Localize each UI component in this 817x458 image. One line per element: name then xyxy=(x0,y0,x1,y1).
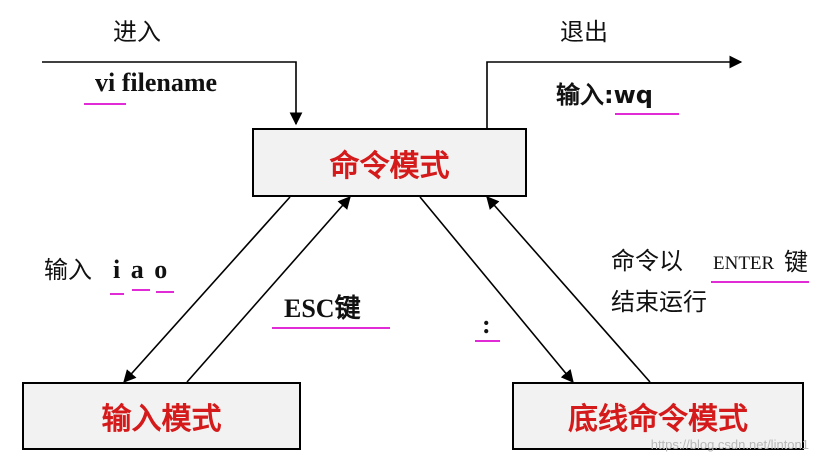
enter-underline xyxy=(711,281,809,283)
lastline-back-text-a: 命令以 xyxy=(611,247,683,275)
state-insert-mode: 输入模式 xyxy=(22,382,301,450)
enter-label: 进入 xyxy=(113,18,161,46)
state-lastline-label: 底线命令模式 xyxy=(568,402,748,437)
state-lastline-mode: 底线命令模式 xyxy=(512,382,804,450)
insert-to-command-arrow xyxy=(186,196,351,383)
key-a-underline xyxy=(132,289,150,291)
to-insert-keys: i a o xyxy=(113,255,168,284)
key-i-underline xyxy=(110,293,124,295)
exit-label: 退出 xyxy=(560,18,608,46)
lastline-to-command-arrow xyxy=(486,196,651,383)
esc-underline xyxy=(272,327,390,329)
enter-command: vi filename xyxy=(95,68,218,97)
to-command-label: ESC键 xyxy=(284,294,361,323)
enter-command-underline xyxy=(84,103,126,105)
lastline-back-key: 键 xyxy=(784,248,808,276)
watermark: https://blog.csdn.net/linton1 xyxy=(650,437,809,452)
state-command-mode: 命令模式 xyxy=(252,128,527,197)
state-command-label: 命令模式 xyxy=(329,148,450,184)
enter-arrow xyxy=(42,61,303,126)
lastline-back-text-b: 结束运行 xyxy=(611,288,707,316)
key-o-underline xyxy=(156,291,174,293)
exit-command: 输入:wq xyxy=(556,81,653,109)
command-to-lastline-arrow xyxy=(419,196,574,383)
to-insert-prefix: 输入 xyxy=(44,256,92,284)
exit-arrow xyxy=(486,55,743,128)
colon-underline xyxy=(475,340,500,342)
command-to-insert-arrow xyxy=(123,196,291,383)
state-insert-label: 输入模式 xyxy=(101,402,222,437)
lastline-back-enter: ENTER xyxy=(713,253,775,274)
to-lastline-label: : xyxy=(482,310,491,339)
exit-command-underline xyxy=(615,113,679,115)
